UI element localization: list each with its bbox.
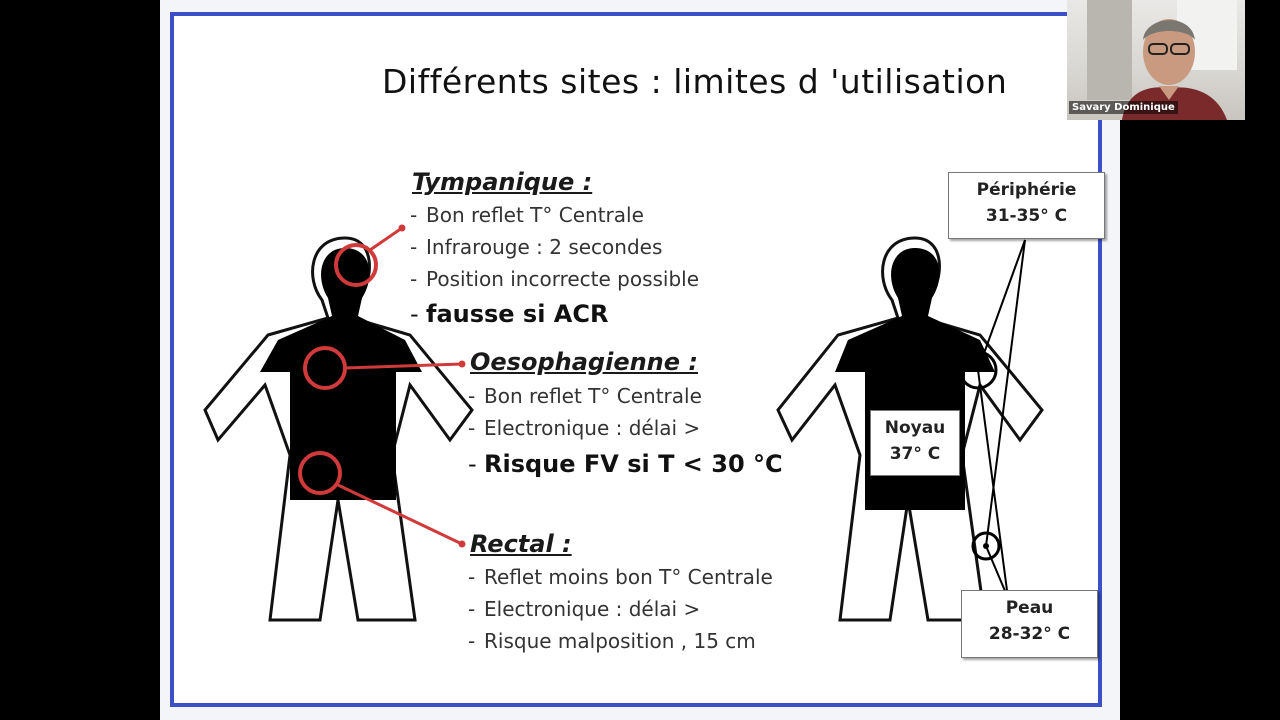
left-body-figure	[203, 224, 474, 622]
oesophagienne-item-2: -Electronique : délai >	[468, 416, 701, 440]
rectal-item-1: -Reflet moins bon T° Centrale	[468, 565, 773, 589]
peripherie-label: Périphérie	[976, 180, 1077, 200]
oesophagienne-item-1: -Bon reflet T° Centrale	[468, 384, 702, 408]
rectal-item-2: -Electronique : délai >	[468, 597, 701, 621]
participant-video-tile[interactable]: Savary Dominique	[1067, 0, 1245, 120]
participant-name: Savary Dominique	[1069, 101, 1178, 114]
tympanique-heading: Tympanique :	[412, 168, 593, 196]
peau-box: Peau 28-32° C	[961, 590, 1098, 658]
tympanique-emphasis: -fausse si ACR	[410, 300, 609, 328]
presentation-slide: Différents sites : limites d 'utilisatio…	[160, 0, 1120, 720]
tympanique-item-1: -Bon reflet T° Centrale	[410, 203, 644, 227]
slide-title: Différents sites : limites d 'utilisatio…	[382, 62, 1008, 101]
oesophagienne-heading: Oesophagienne :	[470, 348, 698, 376]
peripherie-box: Périphérie 31-35° C	[948, 172, 1105, 239]
peau-label: Peau	[1005, 598, 1054, 618]
noyau-value: 37° C	[889, 444, 941, 464]
peripherie-value: 31-35° C	[985, 206, 1068, 226]
peau-value: 28-32° C	[988, 624, 1071, 644]
rectal-heading: Rectal :	[470, 530, 572, 558]
rectal-item-3: -Risque malposition , 15 cm	[468, 629, 756, 653]
noyau-box: Noyau 37° C	[870, 410, 960, 476]
tympanique-item-3: -Position incorrecte possible	[410, 267, 700, 291]
noyau-label: Noyau	[884, 418, 946, 438]
oesophagienne-emphasis: -Risque FV si T < 30 °C	[468, 450, 783, 478]
tympanique-item-2: -Infrarouge : 2 secondes	[410, 235, 663, 259]
